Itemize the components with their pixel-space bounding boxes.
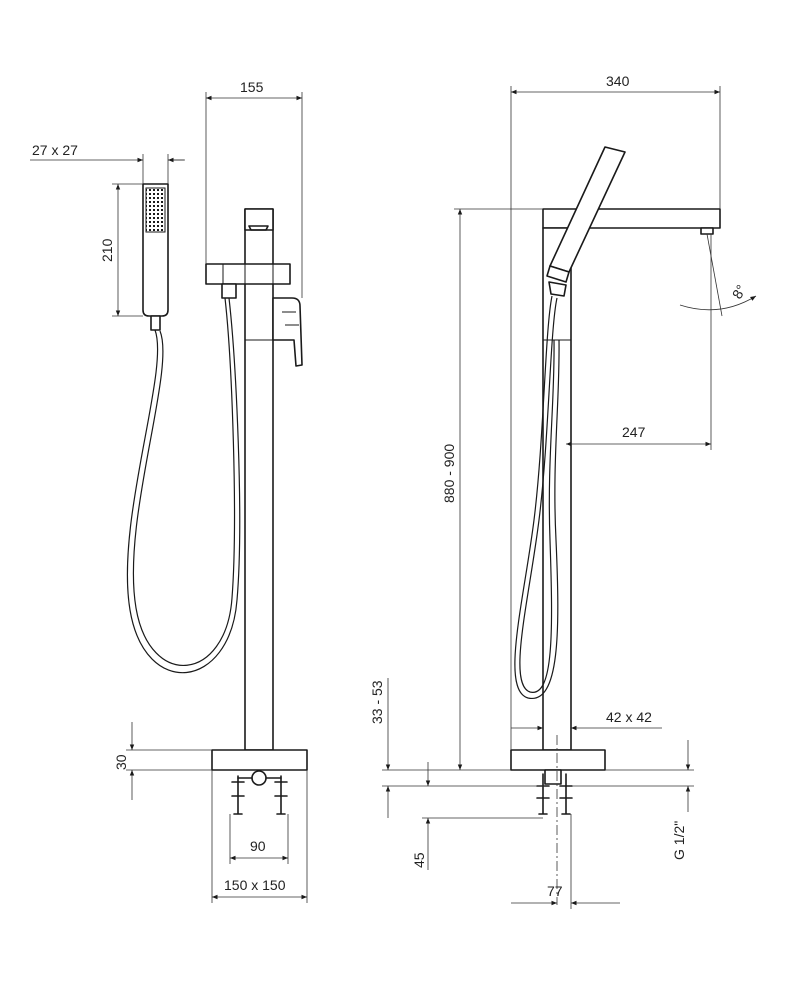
height-range-label: 880 - 900 (441, 444, 457, 503)
handshower-size-label: 27 x 27 (32, 142, 78, 158)
column-size-label: 42 x 42 (606, 709, 652, 725)
connector-offset-label: 77 (547, 883, 563, 899)
right-shower-hose (514, 295, 560, 699)
hand-shower (142, 183, 169, 331)
shower-hose (126, 297, 241, 674)
floor-depth-label: 45 (411, 852, 427, 868)
left-column (205, 208, 308, 815)
right-base (510, 749, 606, 771)
right-hand-shower (546, 146, 626, 297)
spout-reach-label: 340 (606, 73, 630, 89)
connector-spacing-label: 90 (250, 838, 266, 854)
handshower-length-label: 210 (99, 238, 115, 262)
thread-label: G 1/2" (671, 821, 687, 860)
base-height-label: 30 (113, 754, 129, 770)
spout-projection-label: 247 (622, 424, 646, 440)
right-column (542, 227, 572, 751)
range-label: 33 - 53 (369, 680, 385, 724)
right-view: 340 880 - 900 247 8° 33 - 53 42 x 42 45 … (369, 73, 757, 909)
left-view: 27 x 27 155 210 30 90 150 x 150 (30, 79, 308, 903)
left-dimensions: 27 x 27 155 210 30 90 150 x 150 (30, 79, 308, 903)
right-dimensions: 340 880 - 900 247 8° 33 - 53 42 x 42 45 … (369, 73, 757, 909)
spout-angle-label: 8° (729, 282, 750, 302)
top-offset-label: 155 (240, 79, 264, 95)
base-size-label: 150 x 150 (224, 877, 286, 893)
